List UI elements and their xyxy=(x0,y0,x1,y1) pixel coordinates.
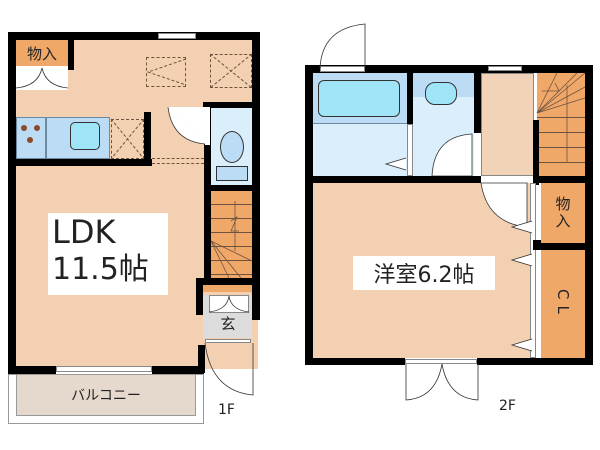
storage-label: 物入 xyxy=(26,44,57,63)
staircase-1f[interactable] xyxy=(211,191,252,278)
wall xyxy=(8,366,56,374)
balcony-window[interactable] xyxy=(56,366,152,372)
fridge-space xyxy=(111,119,144,159)
wall xyxy=(198,345,205,373)
wall xyxy=(477,358,593,365)
door-swing-icon xyxy=(405,363,479,401)
burner-icon xyxy=(27,137,33,143)
western-room-label-box: 洋室6.2帖 xyxy=(353,256,495,290)
hallway-2f xyxy=(481,73,534,176)
wall xyxy=(305,65,593,73)
burner-icon xyxy=(34,125,40,131)
wall xyxy=(533,176,593,183)
window xyxy=(488,66,522,71)
stair-arrow-icon xyxy=(210,201,253,279)
burner-icon xyxy=(21,125,27,131)
balcony: バルコニー xyxy=(16,374,196,416)
western-room-label: 洋室6.2帖 xyxy=(373,263,475,288)
door-swing-icon xyxy=(204,342,254,396)
closet-door-track[interactable] xyxy=(530,183,536,358)
wall xyxy=(152,366,204,374)
storage-label: 物入 xyxy=(553,196,572,230)
sink xyxy=(70,122,100,150)
wall xyxy=(313,176,481,183)
storage-1f: 物入 xyxy=(16,40,68,66)
door-swing-icon xyxy=(208,295,250,313)
entrance-label: 玄 xyxy=(220,315,236,333)
balcony-label: バルコニー xyxy=(71,388,141,404)
vent-mark-icon xyxy=(146,58,187,86)
wall xyxy=(474,73,481,133)
storage-2f: 物入 xyxy=(541,183,585,243)
wall xyxy=(210,185,260,191)
closet-label: CL xyxy=(554,288,572,320)
door-swing-icon xyxy=(431,133,473,177)
shoe-cabinet-doors[interactable] xyxy=(209,295,249,313)
floor-label-2f: 2F xyxy=(499,398,516,414)
wall xyxy=(533,120,539,185)
wall xyxy=(305,358,405,365)
door-mark-icon xyxy=(510,253,533,267)
entrance-door[interactable] xyxy=(205,339,251,343)
wall xyxy=(8,32,16,374)
wall xyxy=(203,102,260,108)
dashed-line xyxy=(152,158,204,164)
door-swing-icon xyxy=(167,106,206,145)
stair-arrow-icon xyxy=(536,72,586,163)
balcony-doors-2f[interactable] xyxy=(405,359,477,364)
door-mark-icon xyxy=(510,220,533,234)
wall xyxy=(16,159,152,166)
toilet-door[interactable] xyxy=(205,107,210,145)
toilet-bowl-icon xyxy=(220,131,244,163)
wall xyxy=(196,278,260,285)
wall xyxy=(144,112,151,166)
wall xyxy=(68,40,74,70)
ldk-size: 11.5帖 xyxy=(52,252,149,287)
bath-window-door[interactable] xyxy=(320,66,365,72)
door-mark-icon xyxy=(384,157,407,171)
wall xyxy=(585,65,593,365)
bathtub-icon xyxy=(318,80,400,117)
stove xyxy=(16,117,46,159)
ceiling-vent xyxy=(210,54,252,88)
wall xyxy=(305,65,313,365)
toilet-tank-icon xyxy=(216,166,248,181)
wall xyxy=(196,278,203,315)
shoe-shelf xyxy=(203,285,252,292)
floor-label-1f: 1F xyxy=(218,402,235,418)
washbasin-icon xyxy=(425,82,457,105)
wall xyxy=(252,278,260,318)
ldk-label: LDK 11.5帖 xyxy=(48,213,168,295)
window xyxy=(158,33,196,39)
x-mark-icon xyxy=(110,118,145,160)
wall xyxy=(8,32,260,40)
wall xyxy=(252,32,260,320)
wall xyxy=(204,102,211,292)
wall xyxy=(537,243,585,250)
door-swing-icon xyxy=(319,23,366,69)
closet: CL xyxy=(541,250,585,358)
ldk-name: LDK xyxy=(52,213,116,251)
door-swing-icon xyxy=(15,67,69,89)
door-mark-icon xyxy=(510,338,533,352)
bath-door[interactable] xyxy=(407,124,413,176)
x-mark-icon xyxy=(209,53,253,89)
